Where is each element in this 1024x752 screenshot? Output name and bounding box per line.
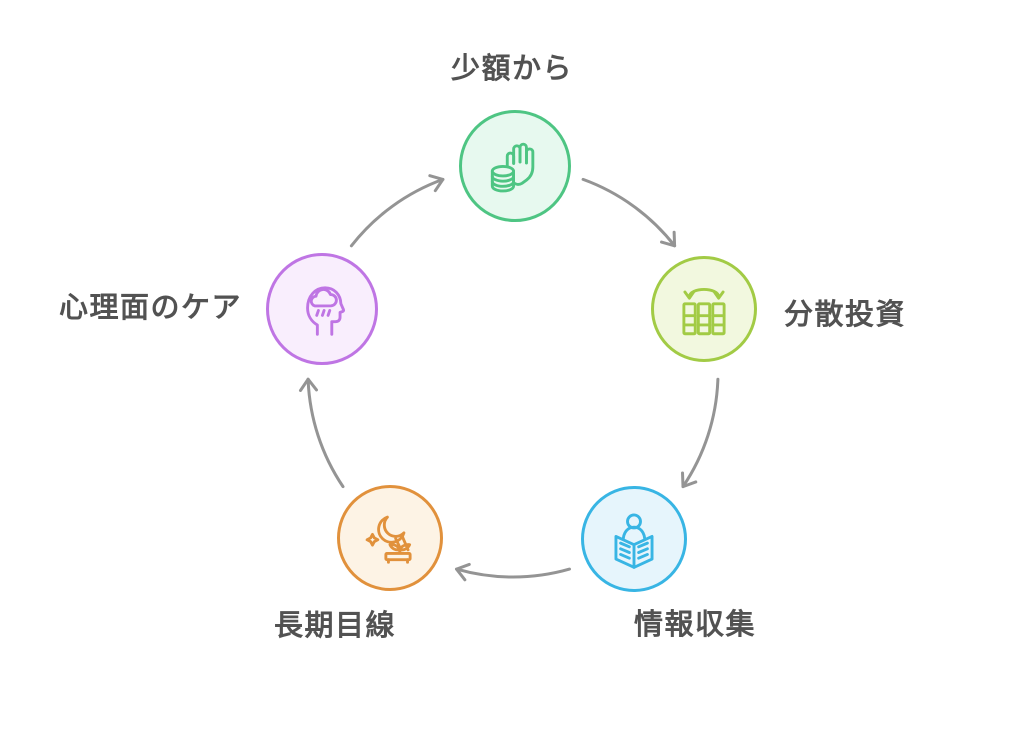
arrow-small-amount-to-diversified bbox=[581, 177, 677, 248]
cycle-node-long-term-view bbox=[337, 485, 443, 591]
node-label-diversified-investment: 分散投資 bbox=[784, 299, 907, 331]
cycle-node-mental-care bbox=[266, 253, 378, 365]
moon-sprout-icon bbox=[365, 515, 412, 564]
cycle-node-diversified-investment bbox=[651, 256, 757, 362]
hand-coins-icon bbox=[490, 142, 535, 193]
node-label-small-amount: 少額から bbox=[450, 53, 573, 85]
cycle-node-small-amount bbox=[459, 110, 571, 222]
head-raincloud-icon bbox=[306, 286, 346, 336]
node-label-long-term-view: 長期目線 bbox=[273, 610, 396, 642]
person-reading-icon bbox=[614, 513, 654, 569]
node-label-mental-care: 心理面のケア bbox=[58, 292, 242, 324]
arrow-diversified-to-information bbox=[681, 377, 720, 489]
arrow-mentalcare-to-small-amount bbox=[349, 174, 445, 248]
cycle-node-information-gathering bbox=[581, 486, 687, 592]
arrow-longterm-to-mentalcare bbox=[298, 377, 345, 489]
node-label-information-gathering: 情報収集 bbox=[633, 609, 756, 641]
distribution-columns-icon bbox=[682, 287, 726, 336]
arrow-information-to-longterm bbox=[455, 562, 571, 582]
